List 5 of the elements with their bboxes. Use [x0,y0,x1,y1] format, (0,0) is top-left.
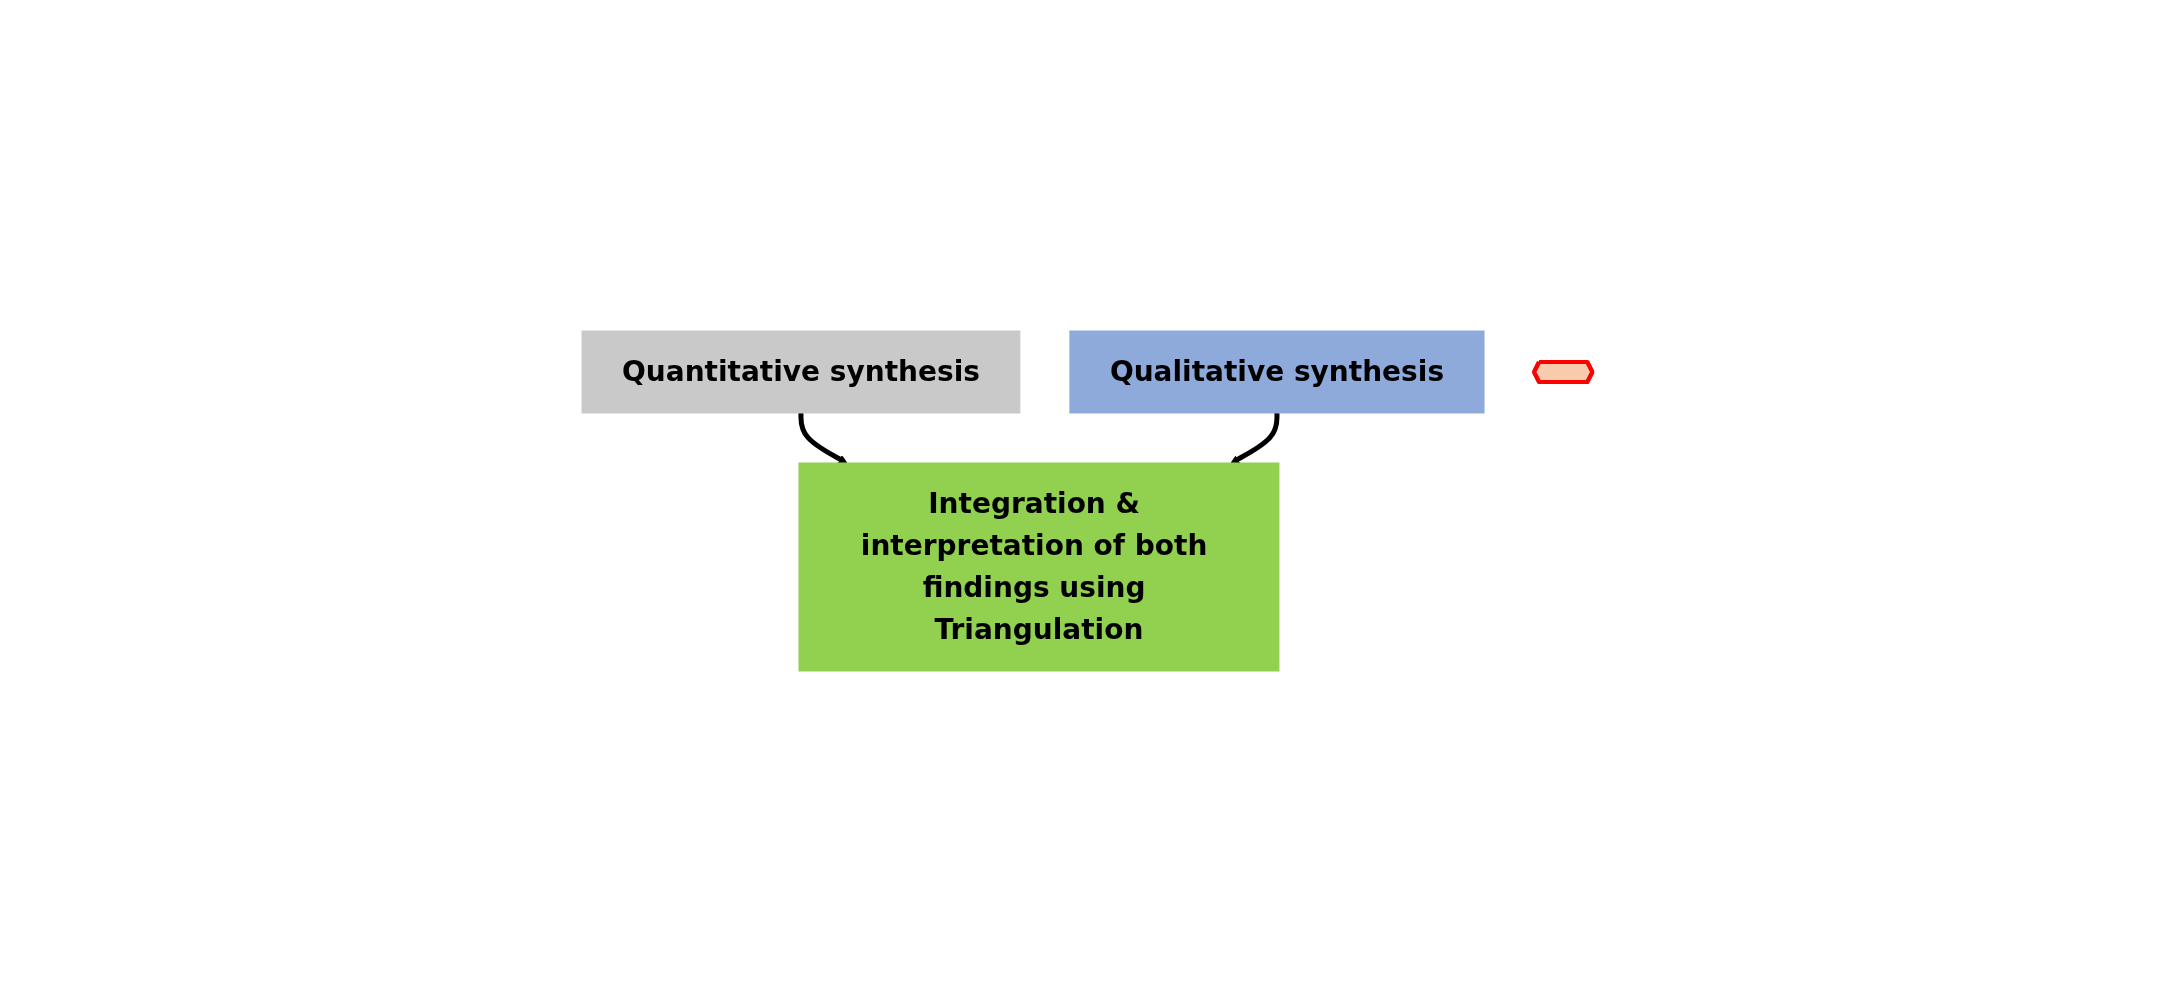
arrow [798,412,848,463]
node-box: Quantitative synthesis [581,330,1021,413]
node-box: Integration & interpretation of both findings using Triangulation [798,462,1280,671]
arrow [1230,412,1280,463]
node-box: Qualitative synthesis [1069,330,1485,413]
